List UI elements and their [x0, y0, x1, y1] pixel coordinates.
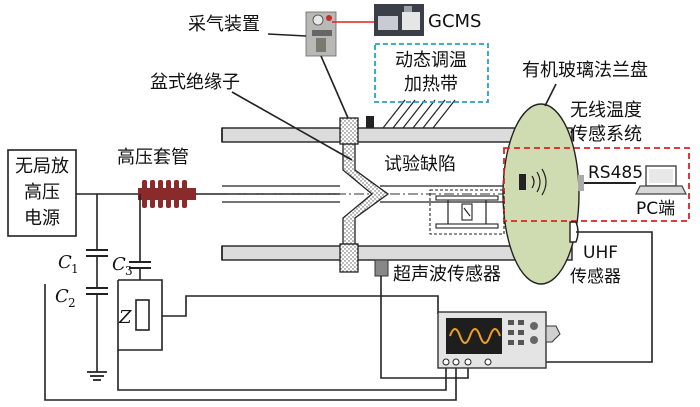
wireless-signal-icon	[531, 168, 547, 196]
gas-sampler-photo	[305, 11, 337, 57]
impedance-z	[135, 299, 150, 331]
wireless-receiver	[578, 175, 584, 191]
basin-insulator-pointer	[231, 91, 353, 161]
insulator-top-flange	[339, 117, 359, 145]
wireless-label-2: 传感系统	[570, 124, 642, 145]
z-cable	[117, 350, 447, 391]
gcms-photo	[374, 4, 424, 36]
heating-belt-label-1: 动态调温	[395, 50, 467, 71]
hv-source-label-3: 电源	[24, 208, 60, 229]
ultrasonic-cable	[380, 276, 469, 379]
basin-insulator-label: 盆式绝缘子	[150, 72, 240, 93]
uhf-label-1: UHF	[583, 243, 618, 263]
z-loop	[117, 279, 163, 351]
flange-pointer	[544, 83, 557, 107]
basin-insulator	[339, 117, 390, 273]
ground-icon	[87, 364, 107, 381]
heating-belt-label-2: 加热带	[404, 74, 458, 95]
z-label: Z	[118, 307, 132, 328]
pc-laptop-icon	[635, 165, 687, 195]
sampler-to-pipe	[320, 55, 349, 119]
c2-label: C	[55, 286, 69, 307]
divider-cable	[44, 284, 457, 401]
capacitor-c1	[86, 234, 108, 288]
ultrasonic-label: 超声波传感器	[393, 264, 501, 285]
bushing-label: 高压套管	[117, 147, 189, 168]
uhf-sensor	[569, 221, 579, 243]
c3-sub: 3	[125, 264, 133, 278]
oscilloscope	[437, 311, 561, 369]
heating-belt	[366, 99, 456, 129]
test-defect-dashed-box	[429, 189, 505, 235]
wireless-temp-sensor	[519, 174, 526, 190]
gcms-label: GCMS	[428, 11, 481, 32]
uhf-cable	[488, 231, 653, 363]
insulator-bottom-flange	[339, 243, 359, 273]
organic-glass-flange	[502, 103, 580, 285]
wireless-dashed-box	[503, 147, 690, 222]
hv-source-label-1: 无局放	[15, 156, 69, 177]
c2-sub: 2	[68, 296, 76, 310]
gis-pipe	[221, 127, 573, 261]
wireless-label-1: 无线温度	[570, 100, 642, 121]
c1-sub: 1	[71, 262, 79, 276]
c1-label: C	[58, 252, 72, 273]
test-defect-electrodes	[435, 195, 499, 229]
rs485-label: RS485	[588, 163, 643, 183]
hv-source-box	[7, 149, 77, 237]
c3-label: C	[112, 254, 126, 275]
capacitor-c3	[129, 261, 151, 280]
gas-sampler-pointer	[267, 33, 307, 37]
gas-sampler-label: 采气装置	[188, 14, 260, 35]
test-defect-label: 试验缺陷	[384, 154, 456, 175]
uhf-label-2: 传感器	[570, 267, 621, 287]
heating-belt-dashed-box	[374, 43, 489, 103]
ultrasonic-sensor	[374, 259, 389, 277]
pc-label: PC端	[636, 199, 675, 219]
hv-bushing	[138, 180, 196, 208]
c3-tap-cable	[162, 295, 439, 317]
hv-source-label-2: 高压	[24, 182, 60, 203]
flange-label: 有机玻璃法兰盘	[522, 60, 648, 81]
central-conductor	[160, 185, 560, 203]
capacitor-c2	[86, 287, 108, 364]
